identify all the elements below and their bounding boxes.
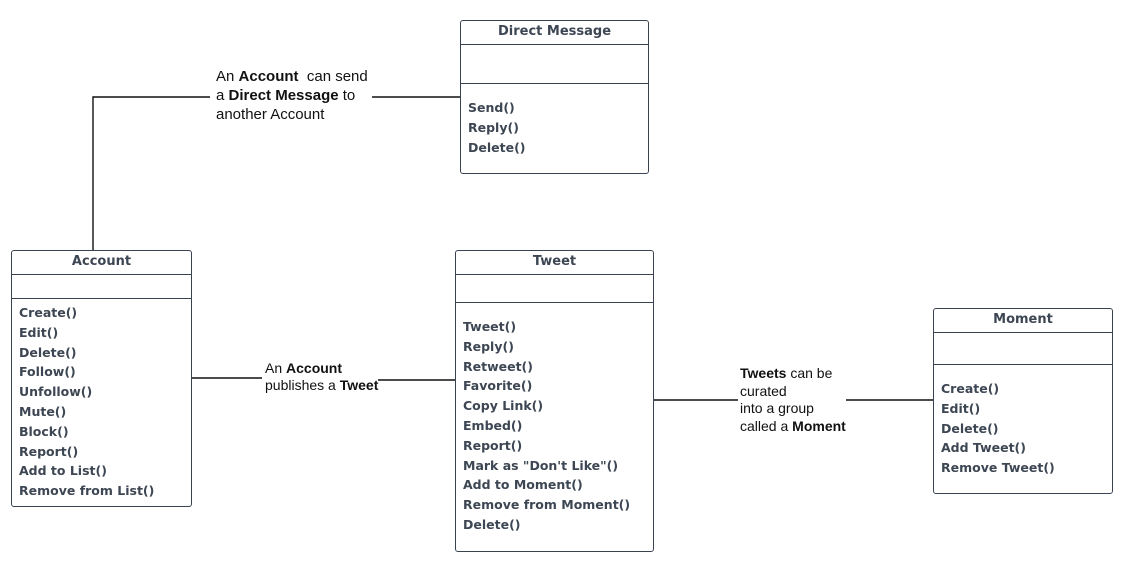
method-send: Send(): [468, 100, 515, 115]
attributes-compartment: [934, 333, 1112, 365]
method-delete: Delete(): [463, 516, 521, 532]
method-remove-from-moment: Remove from Moment(): [463, 497, 631, 513]
label-bold-text: Account: [238, 68, 299, 85]
label-bold-text: Moment: [792, 417, 846, 434]
label-bold-text: Account: [286, 360, 343, 376]
method-edit: Edit(): [941, 400, 981, 416]
class-name: Moment: [934, 309, 1112, 333]
attributes-compartment: [456, 275, 653, 303]
class-account[interactable]: Account Create() Edit() Delete() Follow(…: [11, 250, 192, 507]
method-create: Create(): [941, 381, 1000, 396]
method-retweet: Retweet(): [463, 358, 533, 374]
method-remove-tweet: Remove Tweet(): [941, 460, 1055, 476]
method-mark-dont-like: Mark as "Don't Like"(): [463, 457, 619, 473]
attributes-compartment: [461, 45, 648, 84]
class-moment[interactable]: Moment Create() Edit() Delete() Add Twee…: [933, 308, 1113, 494]
method-delete: Delete(): [468, 139, 526, 155]
label-line: An Account can send: [216, 67, 368, 86]
class-name: Direct Message: [461, 21, 648, 45]
connector-account-direct-message-left: [92, 96, 210, 251]
association-label-account-tweet: An Account publishes a Tweet: [265, 360, 378, 394]
methods-compartment: Create() Edit() Delete() Follow() Unfoll…: [12, 299, 191, 501]
method-add-to-list: Add to List(): [19, 463, 107, 479]
method-reply: Reply(): [468, 119, 519, 135]
method-edit: Edit(): [19, 324, 59, 340]
label-line: publishes a Tweet: [265, 377, 378, 394]
attributes-compartment: [12, 275, 191, 299]
method-reply: Reply(): [463, 338, 514, 354]
label-text: publishes a: [265, 377, 340, 393]
label-text: can be: [786, 365, 833, 381]
methods-compartment: Create() Edit() Delete() Add Tweet() Rem…: [934, 365, 1112, 478]
label-text: a: [216, 87, 229, 104]
methods-compartment: Tweet() Reply() Retweet() Favorite() Cop…: [456, 303, 653, 535]
method-tweet: Tweet(): [463, 319, 517, 334]
class-direct-message[interactable]: Direct Message Send() Reply() Delete(): [460, 20, 649, 174]
label-text: An: [216, 68, 239, 85]
label-line: An Account: [265, 360, 378, 377]
label-line: curated: [740, 382, 787, 399]
label-line: into a group: [740, 400, 814, 416]
method-embed: Embed(): [463, 417, 523, 433]
label-bold-text: Direct Message: [228, 87, 339, 104]
label-bold-text: Tweets: [740, 365, 787, 381]
methods-compartment: Send() Reply() Delete(): [461, 84, 648, 157]
method-favorite: Favorite(): [463, 378, 533, 394]
label-text: called a: [740, 417, 793, 434]
method-delete: Delete(): [19, 344, 77, 360]
method-add-tweet: Add Tweet(): [941, 440, 1026, 456]
method-mute: Mute(): [19, 403, 67, 419]
label-line: Tweets can be: [740, 365, 846, 383]
label-line: another Account: [216, 106, 325, 123]
label-text: to: [338, 87, 356, 104]
method-remove-from-list: Remove from List(): [19, 483, 155, 499]
method-block: Block(): [19, 423, 69, 439]
association-label-account-direct-message: An Account can send a Direct Message to …: [216, 67, 368, 124]
class-name: Account: [12, 251, 191, 275]
method-copy-link: Copy Link(): [463, 398, 544, 414]
label-bold-text: Tweet: [339, 377, 379, 393]
method-report: Report(): [19, 443, 79, 459]
label-line: a Direct Message to: [216, 86, 368, 105]
method-create: Create(): [19, 305, 78, 320]
method-delete: Delete(): [941, 420, 999, 436]
method-report: Report(): [463, 437, 523, 453]
method-add-to-moment: Add to Moment(): [463, 477, 583, 493]
method-unfollow: Unfollow(): [19, 384, 93, 400]
class-tweet[interactable]: Tweet Tweet() Reply() Retweet() Favorite…: [455, 250, 654, 552]
label-text: An: [265, 360, 287, 376]
class-name: Tweet: [456, 251, 653, 275]
method-follow: Follow(): [19, 364, 76, 380]
label-text: can send: [298, 68, 368, 85]
label-line: called a Moment: [740, 418, 846, 436]
association-label-tweet-moment: Tweets can be curated into a group calle…: [740, 365, 846, 435]
